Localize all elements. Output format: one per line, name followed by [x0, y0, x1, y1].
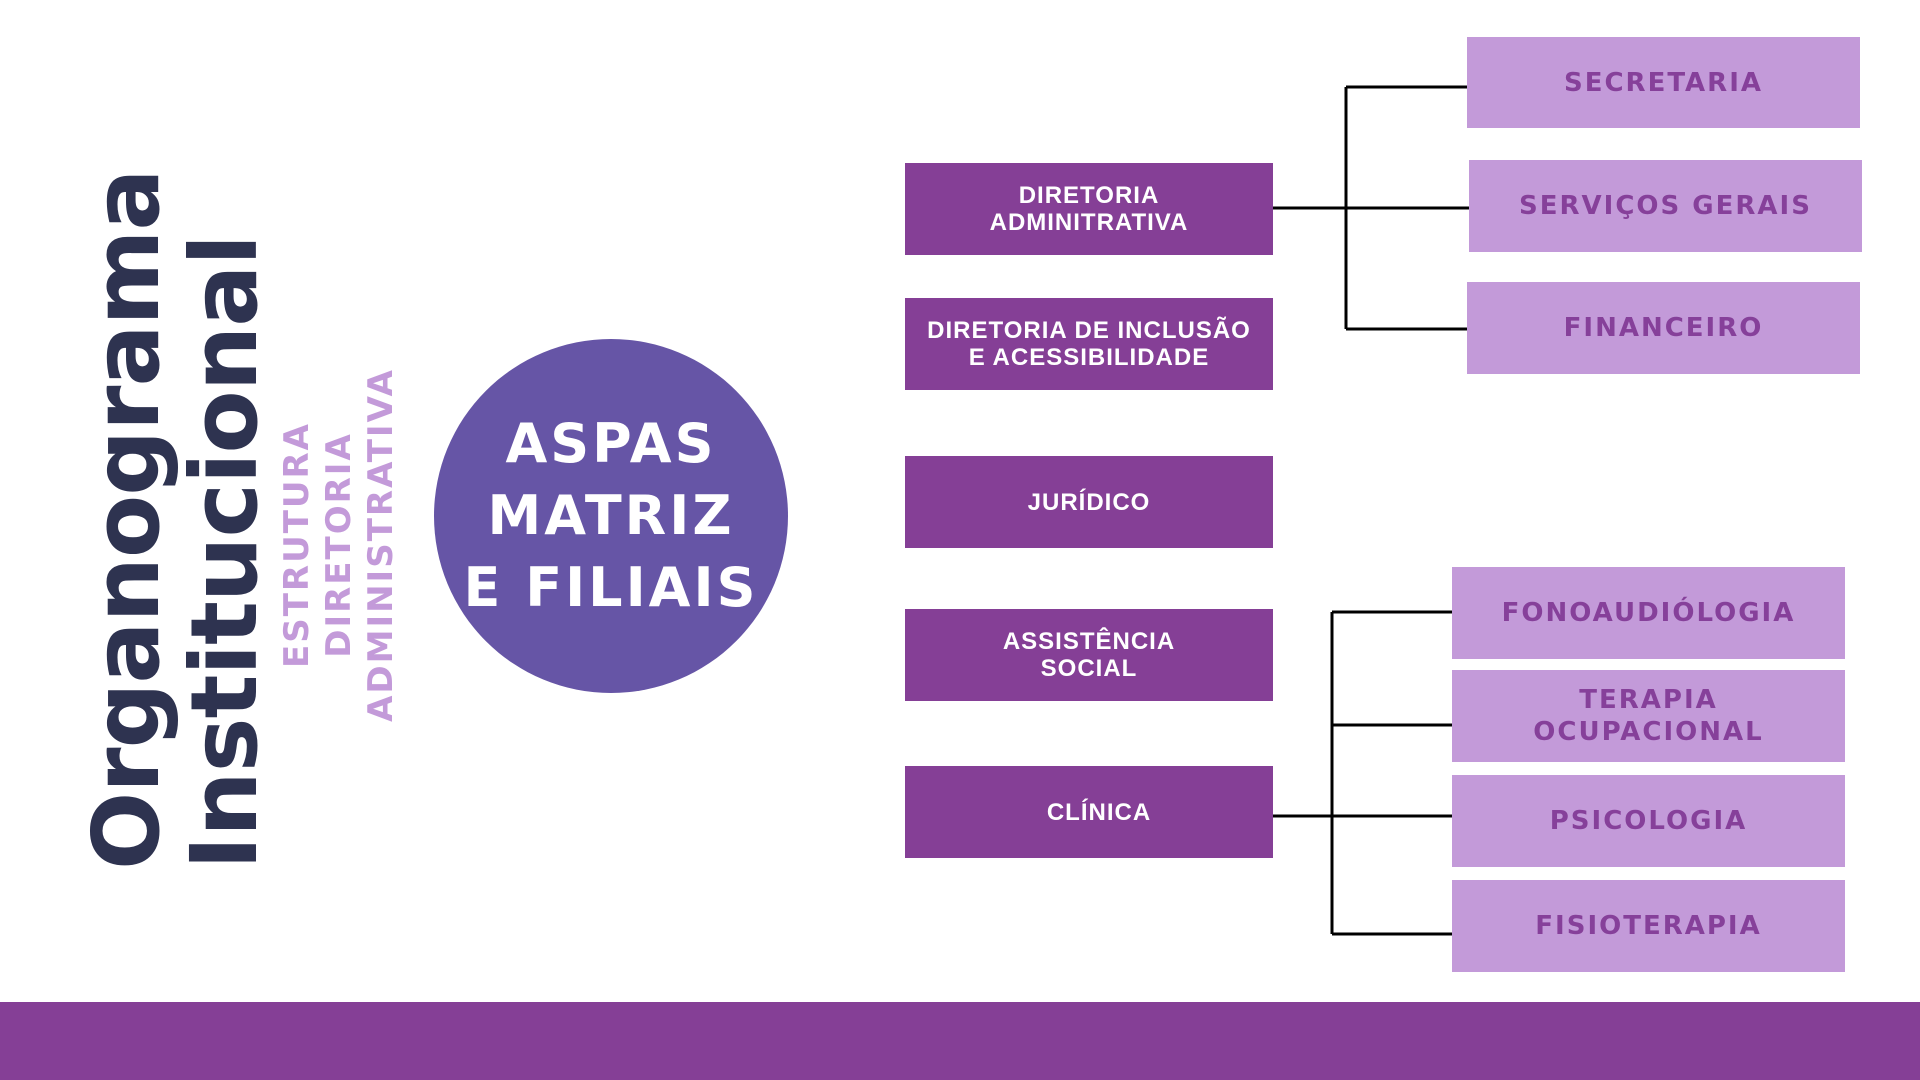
- center-node-aspas: ASPAS MATRIZ E FILIAIS: [434, 339, 788, 693]
- dept-label: CLÍNICA: [1046, 798, 1152, 826]
- unit-fisioterapia: FISIOTERAPIA: [1452, 880, 1845, 972]
- unit-label: FINANCEIRO: [1563, 313, 1764, 343]
- unit-fonoaudiologia: FONOAUDIÓLOGIA: [1452, 567, 1845, 659]
- unit-label: SERVIÇOS GERAIS: [1519, 191, 1812, 221]
- dept-label: DIRETORIA DE INCLUSÃO E ACESSIBILIDADE: [927, 317, 1251, 371]
- unit-label: TERAPIA OCUPACIONAL: [1533, 685, 1764, 747]
- dept-label: JURÍDICO: [1027, 488, 1151, 516]
- footer-bar: [0, 1002, 1920, 1080]
- dept-diretoria-inclusao: DIRETORIA DE INCLUSÃO E ACESSIBILIDADE: [905, 298, 1273, 390]
- unit-terapia-ocupacional: TERAPIA OCUPACIONAL: [1452, 670, 1845, 762]
- dept-diretoria-administrativa: DIRETORIA ADMINITRATIVA: [905, 163, 1273, 255]
- unit-servicos-gerais: SERVIÇOS GERAIS: [1469, 160, 1862, 252]
- unit-label: SECRETARIA: [1563, 67, 1763, 98]
- dept-clinica: CLÍNICA: [905, 766, 1273, 858]
- unit-label: PSICOLOGIA: [1549, 806, 1748, 836]
- unit-label: FISIOTERAPIA: [1535, 911, 1762, 941]
- unit-secretaria: SECRETARIA: [1467, 37, 1860, 128]
- unit-financeiro: FINANCEIRO: [1467, 282, 1860, 374]
- dept-assistencia-social: ASSISTÊNCIA SOCIAL: [905, 609, 1273, 701]
- dept-label: DIRETORIA ADMINITRATIVA: [989, 182, 1189, 236]
- unit-psicologia: PSICOLOGIA: [1452, 775, 1845, 867]
- unit-label: FONOAUDIÓLOGIA: [1501, 598, 1796, 628]
- dept-label: ASSISTÊNCIA SOCIAL: [1002, 628, 1176, 682]
- dept-juridico: JURÍDICO: [905, 456, 1273, 548]
